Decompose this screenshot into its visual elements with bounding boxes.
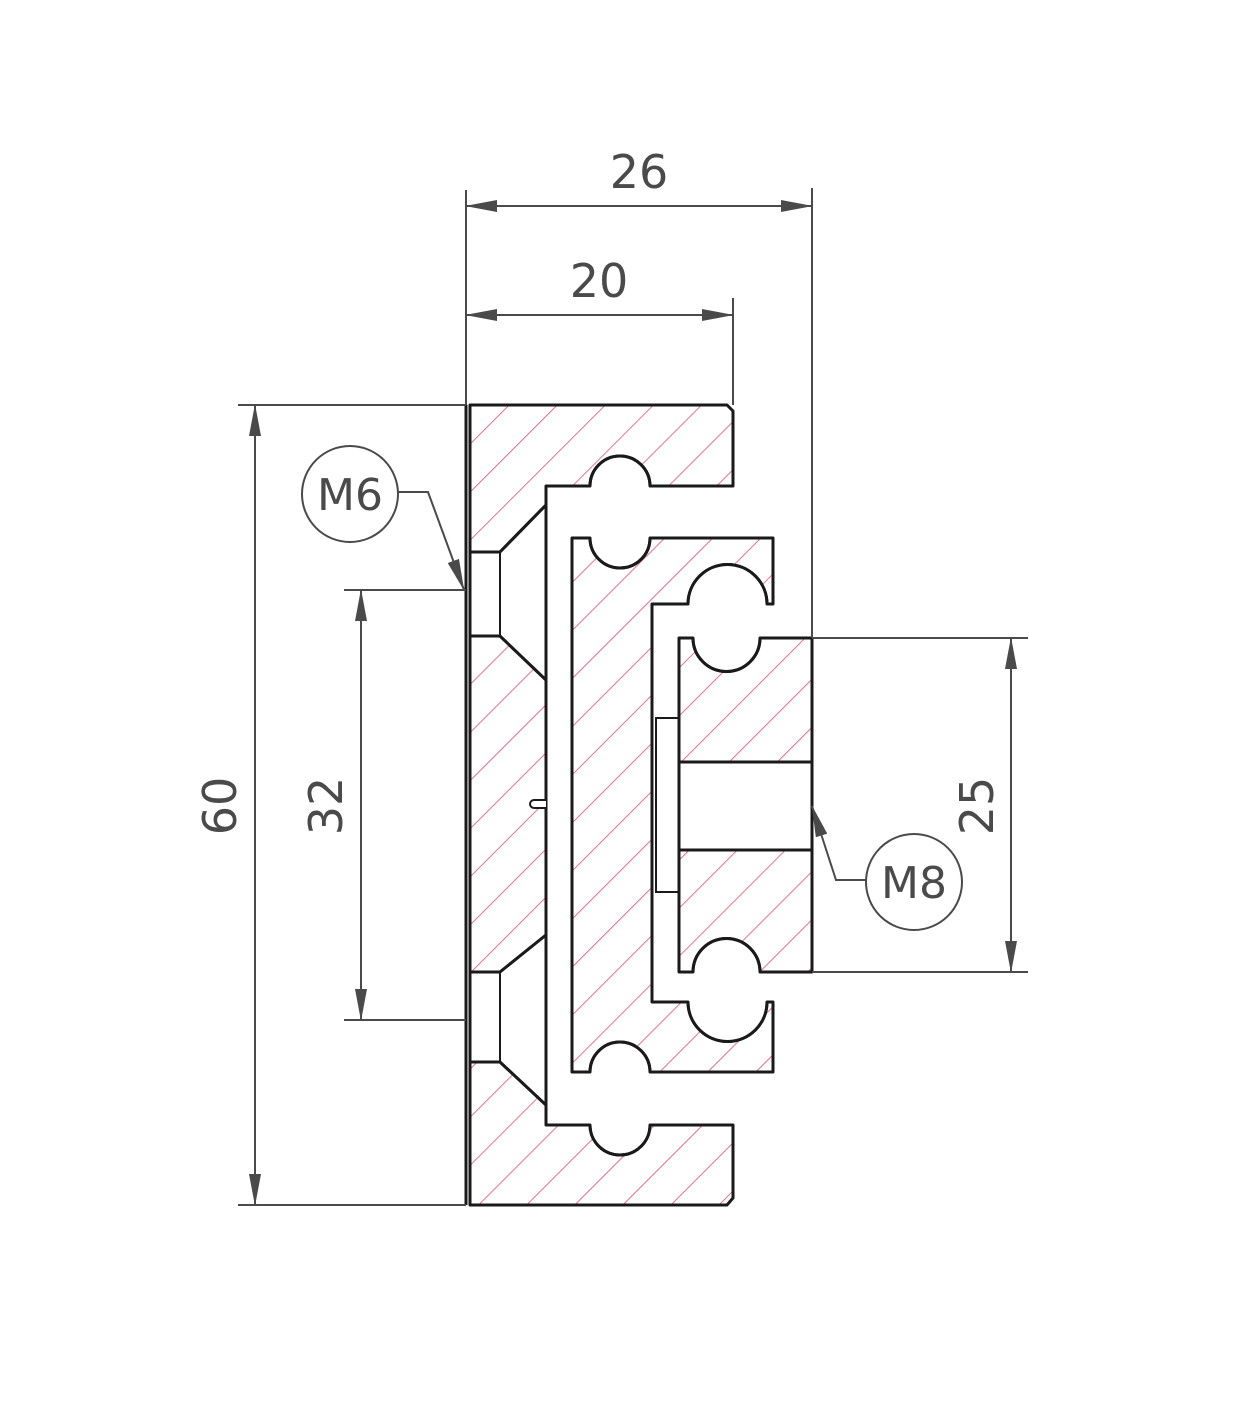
callout-text-m8: M8 <box>881 858 947 909</box>
m8-leader-line <box>811 805 866 881</box>
m8-callout-circle <box>865 833 963 931</box>
outer-rail-bottom-flange <box>468 1060 735 1207</box>
m6-leader-line <box>398 491 465 591</box>
retainer-strip <box>655 717 680 893</box>
lower-ball-groove <box>588 1040 652 1157</box>
inner-upper-ball-groove <box>686 563 769 673</box>
dim-text-20: 20 <box>570 254 629 308</box>
dim-text-32: 32 <box>299 777 353 836</box>
outer-rail-top-flange <box>468 403 735 554</box>
middle-rail-section <box>570 454 775 1157</box>
inner-lower-ball-groove <box>686 937 769 1043</box>
dim-text-26: 26 <box>610 145 669 199</box>
center-pin <box>529 799 546 809</box>
outer-rail-section <box>464 403 735 1207</box>
dim-text-25: 25 <box>950 777 1004 836</box>
upper-ball-groove <box>588 454 652 570</box>
m6-callout-circle <box>301 445 399 543</box>
inner-block-section <box>655 563 814 1043</box>
dimension-lines <box>238 188 1028 1206</box>
callout-text-m6: M6 <box>317 470 383 521</box>
dim-text-60: 60 <box>193 777 247 836</box>
threaded-hole <box>677 760 814 852</box>
